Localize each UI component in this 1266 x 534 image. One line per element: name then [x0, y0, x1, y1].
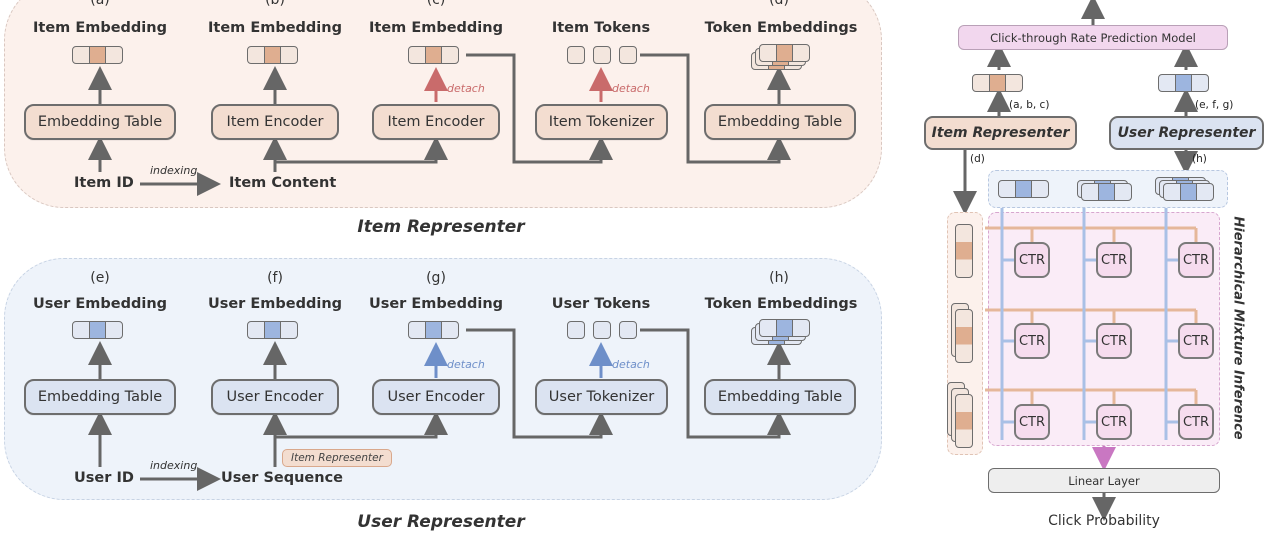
- user-output-label-e: User Embedding: [32, 296, 168, 312]
- hmi-title: Hierarchical Mixture Inference: [1230, 216, 1246, 440]
- user-token-embedding-stack-front: [759, 319, 810, 337]
- user-output-label-f: User Embedding: [207, 296, 343, 312]
- ctr-cell: CTR: [1178, 242, 1214, 278]
- item-embedding-table-a: Embedding Table: [24, 104, 176, 140]
- item-embedding-vertical-stack: [955, 394, 973, 448]
- user-encoder-g: User Encoder: [372, 379, 500, 415]
- item-representer-box: Item Representer: [924, 116, 1077, 150]
- ctr-prediction-model: Click-through Rate Prediction Model: [958, 25, 1228, 50]
- user-encoder-f: User Encoder: [211, 379, 339, 415]
- user-id-input: User ID: [74, 470, 134, 486]
- ctr-cell: CTR: [1014, 242, 1050, 278]
- user-method-labels: (e, f, g): [1195, 99, 1234, 111]
- user-embedding-table-e: Embedding Table: [24, 379, 176, 415]
- user-token: [593, 321, 611, 339]
- label-c: (c): [426, 0, 446, 8]
- item-token: [567, 46, 585, 64]
- item-token: [593, 46, 611, 64]
- item-content-input: Item Content: [229, 175, 337, 191]
- user-embedding-vector: [998, 180, 1049, 198]
- user-embedding-stack: [1163, 183, 1214, 201]
- user-embedding-table-h: Embedding Table: [704, 379, 856, 415]
- label-f: (f): [267, 270, 283, 286]
- detach-note: detach: [447, 358, 485, 371]
- click-probability-output: Click Probability: [1048, 513, 1160, 529]
- user-token: [567, 321, 585, 339]
- user-representer-box: User Representer: [1109, 116, 1264, 150]
- item-representer-title: Item Representer: [357, 217, 525, 237]
- ctr-cell: CTR: [1178, 323, 1214, 359]
- ctr-cell: CTR: [1096, 242, 1132, 278]
- ctr-cell: CTR: [1096, 404, 1132, 440]
- label-d: (d): [769, 0, 789, 8]
- detach-note: detach: [447, 82, 485, 95]
- user-output-label-tokens: User Tokens: [551, 296, 651, 312]
- item-representer-tag: Item Representer: [282, 449, 392, 467]
- item-embedding-table-d: Embedding Table: [704, 104, 856, 140]
- user-output-label-g: User Embedding: [368, 296, 504, 312]
- item-embedding-vector: [72, 46, 123, 64]
- user-embedding-vector: [72, 321, 123, 339]
- ctr-cell: CTR: [1014, 323, 1050, 359]
- token-embedding-stack-front: [759, 44, 810, 62]
- label-b: (b): [265, 0, 285, 8]
- user-representer-title: User Representer: [357, 512, 525, 532]
- user-tokenizer: User Tokenizer: [535, 379, 668, 415]
- item-output-label-c: Item Embedding: [369, 20, 503, 36]
- item-output-label-d: Token Embeddings: [704, 20, 858, 36]
- item-embedding-vector: [247, 46, 298, 64]
- ctr-cell: CTR: [1014, 404, 1050, 440]
- indexing-note: indexing: [150, 164, 198, 177]
- label-g: (g): [426, 270, 446, 286]
- item-encoder-c: Item Encoder: [372, 104, 500, 140]
- label-e: (e): [90, 270, 110, 286]
- user-embedding-vector: [247, 321, 298, 339]
- label-h: (h): [769, 270, 789, 286]
- item-encoder-b: Item Encoder: [211, 104, 339, 140]
- item-embedding-vertical: [955, 224, 973, 278]
- user-embedding-vector: [1158, 74, 1209, 92]
- item-token: [619, 46, 637, 64]
- user-embedding-stack: [1081, 183, 1132, 201]
- linear-layer: Linear Layer: [988, 468, 1220, 493]
- ctr-cell: CTR: [1178, 404, 1214, 440]
- user-embedding-vector: [408, 321, 459, 339]
- item-tokenizer: Item Tokenizer: [535, 104, 668, 140]
- detach-note: detach: [612, 358, 650, 371]
- user-sequence-input: User Sequence: [221, 470, 344, 486]
- user-output-label-h: Token Embeddings: [704, 296, 858, 312]
- item-output-label-a: Item Embedding: [33, 20, 167, 36]
- item-output-label-b: Item Embedding: [208, 20, 342, 36]
- ctr-cell: CTR: [1096, 323, 1132, 359]
- item-embedding-vector: [972, 74, 1023, 92]
- label-a: (a): [90, 0, 110, 8]
- item-d-label: (d): [970, 153, 985, 165]
- item-output-label-tokens: Item Tokens: [551, 20, 651, 36]
- detach-note: detach: [612, 82, 650, 95]
- item-embedding-vertical-stack: [955, 309, 973, 363]
- indexing-note: indexing: [150, 459, 198, 472]
- user-token: [619, 321, 637, 339]
- item-method-labels: (a, b, c): [1009, 99, 1050, 111]
- user-h-label: (h): [1192, 153, 1207, 165]
- item-embedding-vector: [408, 46, 459, 64]
- item-id-input: Item ID: [74, 175, 134, 191]
